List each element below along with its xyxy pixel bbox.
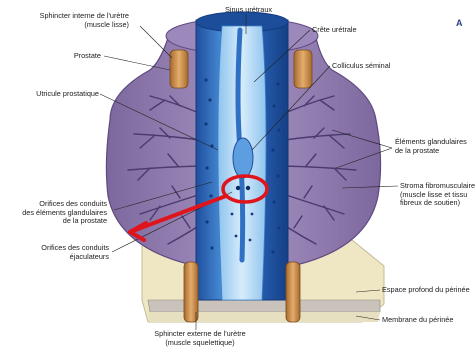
- label-crete: Crête urétrale: [312, 26, 357, 35]
- label-colliculus: Colliculus séminal: [332, 62, 390, 71]
- label-membrane: Membrane du périnée: [382, 316, 453, 325]
- label-orifices-glandulaires: Orifices des conduits des éléments gland…: [22, 200, 107, 226]
- label-utricule: Utricule prostatique: [36, 90, 99, 99]
- plate-letter: A: [456, 18, 463, 28]
- label-sinus: Sinus urétraux: [225, 6, 272, 15]
- label-elements-glandulaires: Éléments glandulaires de la prostate: [395, 138, 467, 155]
- label-orifices-ejaculateurs: Orifices des conduits éjaculateurs: [41, 244, 109, 261]
- internal-sphincter-right: [294, 50, 312, 88]
- label-espace-profond: Espace profond du périnée: [382, 286, 470, 295]
- label-prostate: Prostate: [74, 52, 101, 61]
- label-stroma: Stroma fibromusculaire (muscle lisse et …: [400, 182, 475, 208]
- internal-sphincter-left: [170, 50, 188, 88]
- label-sphincter-interne: Sphincter interne de l'urètre (muscle li…: [40, 12, 129, 29]
- seminal-colliculus: [233, 138, 253, 178]
- label-sphincter-externe: Sphincter externe de l'urètre (muscle sq…: [140, 330, 260, 347]
- external-sphincter-right: [286, 262, 300, 322]
